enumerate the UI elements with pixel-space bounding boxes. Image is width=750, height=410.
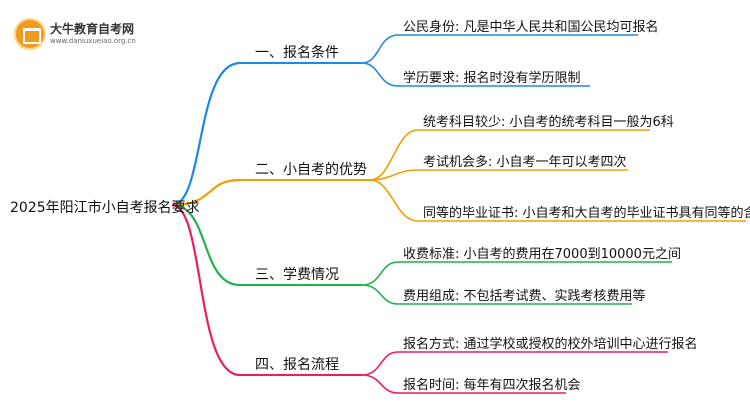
link-leaf-3-1 (361, 261, 399, 286)
link-root-branch-2 (171, 178, 241, 207)
leaf-2-1: 统考科目较少: 小自考的统考科目一般为6科 (423, 115, 674, 130)
link-root-branch-1 (171, 61, 241, 207)
site-logo: 大牛教育自考网 www.daniuxueiao.org.cn (8, 12, 158, 52)
leaf-4-1: 报名方式: 通过学校或授权的校外培训中心进行报名 (403, 337, 698, 352)
link-leaf-1-1 (361, 34, 399, 64)
branch-1-label: 一、报名条件 (255, 45, 339, 61)
leaf-1-2: 学历要求: 报名时没有学历限制 (403, 71, 581, 86)
branch-3-label: 三、学费情况 (255, 267, 339, 283)
link-leaf-4-1 (361, 351, 399, 376)
link-leaf-3-2 (361, 284, 399, 305)
root-topic: 2025年阳江市小自考报名要求 (10, 200, 200, 216)
link-leaf-1-2 (361, 62, 399, 87)
branch-4-label: 四、报名流程 (255, 357, 339, 373)
leaf-2-2: 考试机会多: 小自考一年可以考四次 (423, 155, 627, 170)
link-leaf-2-2 (369, 169, 419, 181)
leaf-2-3: 同等的毕业证书: 小自考和大自考的毕业证书具有同等的含金量 (423, 206, 750, 221)
logo-name: 大牛教育自考网 (50, 22, 135, 36)
link-root-branch-3 (171, 203, 241, 287)
book-icon (14, 18, 46, 50)
leaf-3-2: 费用组成: 不包括考试费、实践考核费用等 (403, 289, 646, 304)
branch-2-label: 二、小自考的优势 (255, 162, 367, 178)
leaf-1-1: 公民身份: 凡是中华人民共和国公民均可报名 (403, 20, 659, 35)
logo-url: www.daniuxueiao.org.cn (50, 37, 136, 45)
link-leaf-4-2 (361, 374, 399, 394)
link-leaf-2-3 (369, 179, 419, 222)
link-leaf-2-1 (369, 129, 419, 181)
leaf-4-2: 报名时间: 每年有四次报名机会 (403, 378, 581, 393)
link-root-branch-4 (171, 203, 241, 377)
leaf-3-1: 收费标准: 小自考的费用在7000到10000元之间 (403, 247, 681, 262)
